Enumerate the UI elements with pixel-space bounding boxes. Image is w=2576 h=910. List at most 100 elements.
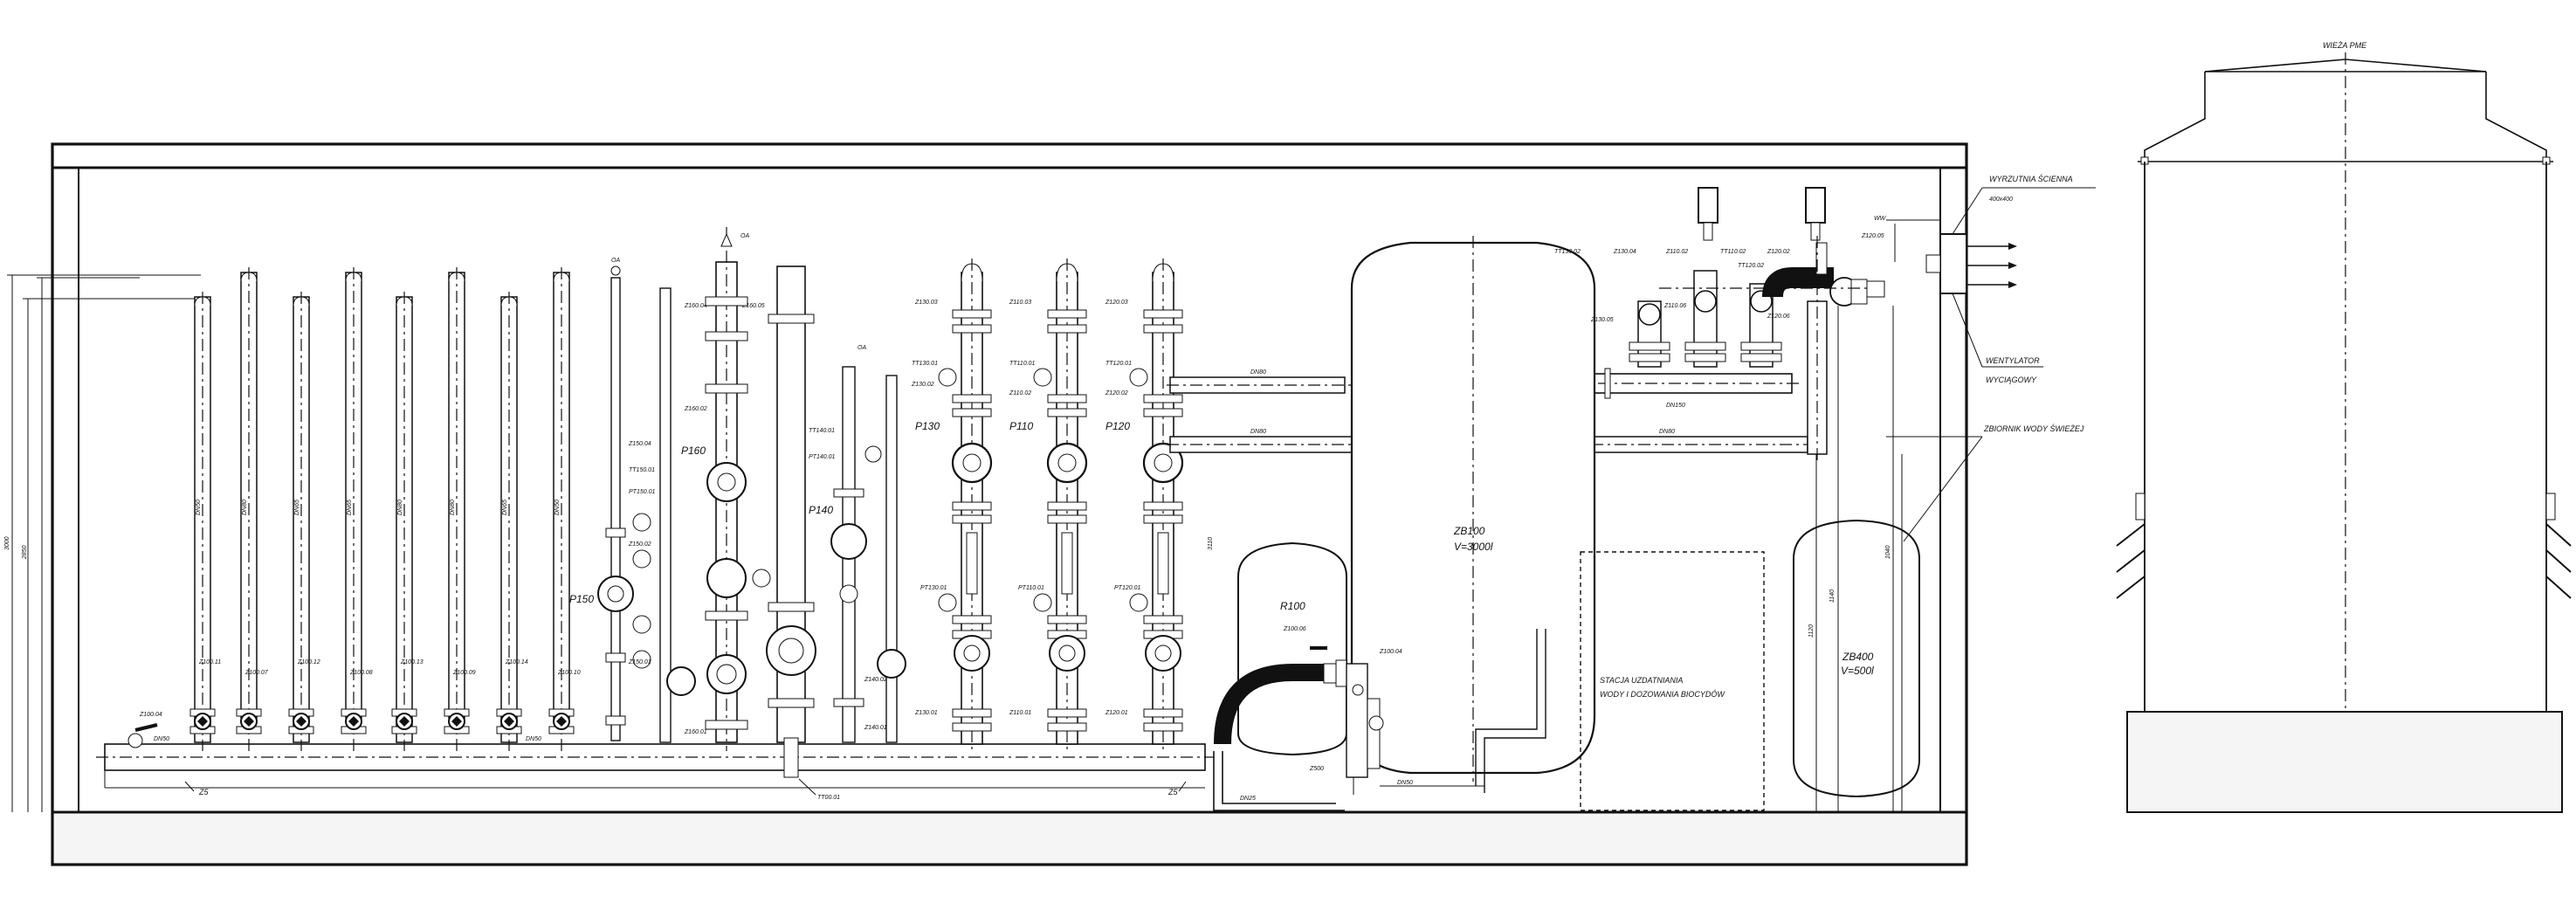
thermometer xyxy=(938,368,957,387)
tag-pt130-01: PT130.01 xyxy=(920,585,947,591)
tag-z130-03: Z130.03 xyxy=(914,300,938,306)
treatment-station: STACJA UZDATNIANIA WODY I DOZOWANIA BIOC… xyxy=(1580,551,1765,811)
pipe-dn25: DN25 xyxy=(1240,796,1256,802)
tag-oa-1: OA xyxy=(611,258,620,264)
pump-flange xyxy=(952,309,992,319)
pump-impeller xyxy=(1057,453,1077,472)
tag-oa-2: OA xyxy=(740,233,749,239)
wall-outlet-size: 400x400 xyxy=(1989,196,2013,203)
tag-z110-06: Z110.06 xyxy=(1663,303,1686,309)
tag-z110-01: Z110.01 xyxy=(1009,710,1031,716)
tank-zb400-volume: V=500l xyxy=(1841,665,1874,677)
tag-tt120-01: TT120.01 xyxy=(1105,361,1132,367)
dimension-lines-left: 3000 2850 xyxy=(4,274,201,812)
riser-valve-tag: Z100.08 xyxy=(349,670,373,676)
pump-spool xyxy=(1061,532,1073,595)
tag-tt130-01: TT130.01 xyxy=(912,361,938,367)
pump-flange xyxy=(1047,408,1087,417)
tag-z100-04: Z100.04 xyxy=(139,712,162,718)
tag-z130-05: Z130.05 xyxy=(1590,317,1614,323)
riser-dn-label: DN50 xyxy=(554,500,561,515)
valve-icon xyxy=(244,716,254,727)
pump-flange xyxy=(1047,309,1087,319)
tag-z130-04: Z130.04 xyxy=(1613,249,1636,255)
tag-z100-06: Z100.06 xyxy=(1283,626,1306,632)
riser-valve-tag: Z100.14 xyxy=(505,659,528,665)
pump-flange xyxy=(1143,324,1183,334)
valve-icon xyxy=(348,716,359,727)
pump-assembly-p140: P140 OA TT140.01 PT140.01 Z140.02 Z140.0… xyxy=(766,265,906,801)
tag-z120-02b: Z120.02 xyxy=(1105,390,1128,396)
riser-dn-label: DN65 xyxy=(347,500,353,515)
pipe-dn80-top: DN80 xyxy=(1250,369,1266,376)
riser-valve-tag: Z100.12 xyxy=(297,659,320,665)
tag-z120-02: Z120.02 xyxy=(1767,249,1790,255)
pump-impeller xyxy=(962,453,981,472)
pump-flange xyxy=(952,324,992,334)
pipe-dn80-mid-right: DN80 xyxy=(1659,429,1675,435)
strainer-core xyxy=(1058,645,1076,662)
dim-v-right: 1040 xyxy=(1885,545,1891,559)
tag-tt00-01: TT00.01 xyxy=(817,795,840,801)
dim-2850: 2850 xyxy=(22,545,28,560)
pump-label-p110: P110 xyxy=(1009,420,1033,432)
pressure-gauge xyxy=(938,593,957,612)
riser-valve-tag: Z100.13 xyxy=(400,659,424,665)
riser-bank: DN50Z100.11DN80Z100.07DN65Z100.12DN65Z10… xyxy=(189,267,581,751)
valve-icon xyxy=(296,716,307,727)
exhaust-fan-label-1: WENTYLATOR xyxy=(1986,356,2040,365)
pump-assembly-p160: OA P160 Z160.04 Z160.05 Z160.02 Z160.01 xyxy=(681,227,771,751)
pump-flange xyxy=(1047,615,1087,624)
station-label-1: STACJA UZDATNIANIA xyxy=(1600,676,1683,685)
tank-zb100-name: ZB100 xyxy=(1453,525,1485,537)
tag-pt150-01: PT150.01 xyxy=(629,489,655,495)
valve-icon xyxy=(504,716,514,727)
tag-z160-01: Z160.01 xyxy=(684,729,707,735)
tag-z160-02: Z160.02 xyxy=(684,406,707,412)
tag-z120-03: Z120.03 xyxy=(1105,300,1128,306)
pump-label-p140: P140 xyxy=(809,504,833,516)
dim-3000: 3000 xyxy=(4,536,10,550)
tag-z5-left: Z5 xyxy=(198,788,209,796)
tag-tt110-01: TT110.01 xyxy=(1009,361,1036,367)
pump-flange xyxy=(1143,394,1183,403)
pump-flange xyxy=(1047,722,1087,732)
pump-flange xyxy=(952,708,992,718)
tank-r100: R100 Z100.06 Z100.04 Z500 DN50 DN25 xyxy=(1213,541,1546,811)
container-frame xyxy=(51,142,1968,866)
tag-z130-02: Z130.02 xyxy=(911,382,934,388)
pipe-dn80-mid: DN80 xyxy=(1250,429,1266,435)
pipe-dn150: DN150 xyxy=(1666,403,1685,409)
tag-z150-01: Z150.01 xyxy=(628,659,651,665)
pump-flange xyxy=(1143,309,1183,319)
tag-z110-02b: Z110.02 xyxy=(1009,390,1031,396)
dim-v-right4: 3110 xyxy=(1208,537,1214,550)
tag-pt140-01: PT140.01 xyxy=(809,454,835,460)
riser-dn-label: DN50 xyxy=(196,500,202,515)
pump-flange xyxy=(1047,324,1087,334)
pump-flange xyxy=(1143,408,1183,417)
riser-dn-label: DN65 xyxy=(294,500,300,515)
tag-z130-01: Z130.01 xyxy=(914,710,938,716)
tag-tt110-02: TT110.02 xyxy=(1720,249,1746,255)
pump-flange xyxy=(952,501,992,511)
tag-z120-01: Z120.01 xyxy=(1105,710,1128,716)
riser-dn-label: DN65 xyxy=(502,500,508,515)
tag-z120-06: Z120.06 xyxy=(1767,314,1790,320)
tag-tt120-02: TT120.02 xyxy=(1738,263,1764,269)
pump-flange xyxy=(952,408,992,417)
thermometer xyxy=(1033,368,1052,387)
riser-dn-label: DN80 xyxy=(450,500,456,515)
pump-bank xyxy=(938,259,1184,753)
tank-r100-label: R100 xyxy=(1280,600,1305,612)
tag-tt140-01: TT140.01 xyxy=(809,428,835,434)
tank-zb100: ZB100 V=3000l xyxy=(1350,236,1596,782)
pump-flange xyxy=(952,514,992,524)
wall-outlet-label: WYRZUTNIA ŚCIENNA xyxy=(1989,174,2073,183)
tag-z160-05: Z160.05 xyxy=(741,303,765,309)
pump-flange xyxy=(952,615,992,624)
tag-z500: Z500 xyxy=(1309,766,1324,772)
riser-valve-tag: Z100.07 xyxy=(245,670,269,676)
tower-title: WIEŻA PME xyxy=(2323,41,2367,50)
